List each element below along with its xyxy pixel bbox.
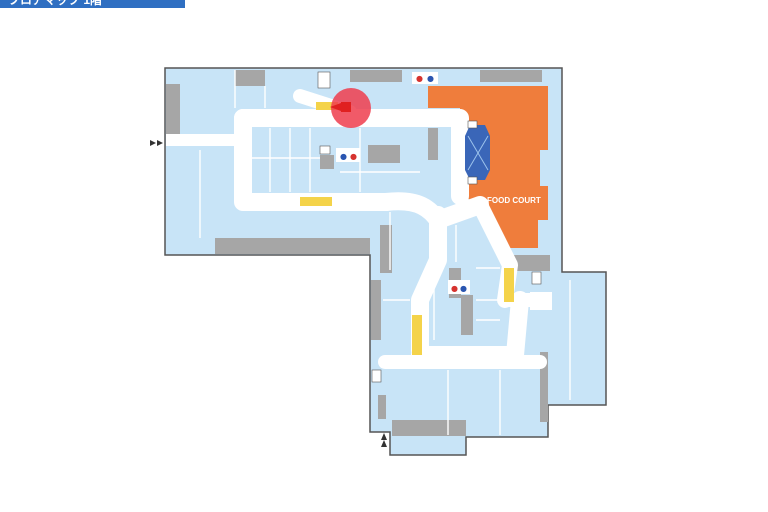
svg-text:●: ● — [416, 74, 423, 83]
escalator-icon — [504, 268, 514, 302]
info-signs — [317, 71, 542, 383]
restroom-icon: ● ● — [336, 148, 360, 162]
east-connector — [530, 292, 552, 310]
entrance-arrow-icon — [381, 433, 387, 447]
escalators — [300, 102, 514, 355]
svg-text:●: ● — [350, 152, 357, 161]
info-icon — [317, 71, 331, 89]
info-icon — [319, 145, 331, 155]
restroom-icon: ● ● — [448, 280, 470, 294]
svg-text:●: ● — [340, 152, 347, 161]
food-court-label: FOOD COURT — [487, 196, 541, 205]
info-icon — [371, 369, 382, 383]
svg-text:●: ● — [427, 74, 434, 83]
entrances — [150, 140, 387, 447]
current-location-marker[interactable] — [330, 88, 371, 128]
service-areas — [166, 70, 550, 436]
svg-text:●: ● — [451, 284, 458, 293]
restroom-icon: ● ● — [412, 72, 438, 84]
entrance-arrow-icon — [150, 140, 163, 146]
escalator-icon — [316, 102, 338, 110]
svg-text:●: ● — [460, 284, 467, 293]
title-tab: フロアマップ 1階 — [0, 0, 185, 8]
shop-dividers — [199, 70, 571, 435]
info-icon — [467, 176, 478, 185]
escalator-icon — [412, 315, 422, 355]
info-icon — [531, 271, 542, 285]
restrooms: ● ● ● ● ● ● — [336, 72, 470, 294]
west-entrance-corridor — [166, 134, 238, 146]
fountain — [465, 125, 490, 180]
page-title: フロアマップ 1階 — [8, 0, 103, 7]
escalator-icon — [300, 197, 332, 206]
info-icon — [467, 120, 478, 129]
